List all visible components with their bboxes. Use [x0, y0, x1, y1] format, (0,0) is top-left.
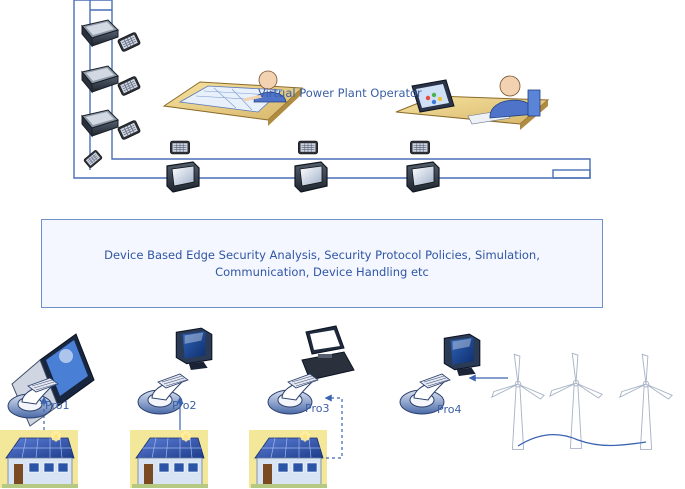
prosumer-pro1: Pro1 [0, 333, 95, 488]
tablet-icon [116, 31, 142, 53]
prosumer-label: Pro3 [305, 402, 329, 415]
prosumer-label: Pro2 [172, 399, 196, 412]
tablet-icon [169, 140, 191, 155]
wind-farm [491, 352, 673, 450]
solar-house-icon [0, 430, 78, 488]
data-link-arrow [324, 394, 343, 459]
power-cable [517, 433, 647, 447]
prosumer-pro3: Pro3 [249, 325, 355, 488]
wind-turbine-icon [491, 353, 545, 450]
operator-label: Virtual Power Plant Operator [258, 86, 422, 100]
monitor-icon [175, 327, 213, 370]
prosumer-pro4: Pro4 [399, 333, 508, 416]
tablet-icon [297, 140, 319, 155]
network-node-icon [166, 161, 200, 193]
tablet-icon [116, 119, 142, 141]
prosumer-label: Pro1 [45, 399, 69, 412]
operator-icon [395, 75, 550, 130]
tablet-icon [116, 75, 142, 97]
tablet-icon [82, 149, 104, 169]
wind-turbine-icon [619, 353, 673, 450]
network-node-icon [294, 161, 328, 193]
network-node-icon [406, 161, 440, 193]
solar-house-icon [130, 430, 208, 488]
summary-box: Device Based Edge Security Analysis, Sec… [41, 219, 603, 308]
solar-house-icon [249, 430, 327, 488]
summary-text: Device Based Edge Security Analysis, Sec… [104, 247, 540, 279]
workstation-icon [301, 325, 355, 381]
operator-icon [162, 70, 304, 126]
bus-nodes [166, 140, 440, 193]
prosumer-label: Pro4 [437, 403, 461, 416]
tablet-icon [409, 140, 431, 155]
laptop-icon [11, 333, 95, 427]
monitor-icon [443, 333, 481, 376]
prosumer-pro2: Pro2 [130, 327, 213, 488]
